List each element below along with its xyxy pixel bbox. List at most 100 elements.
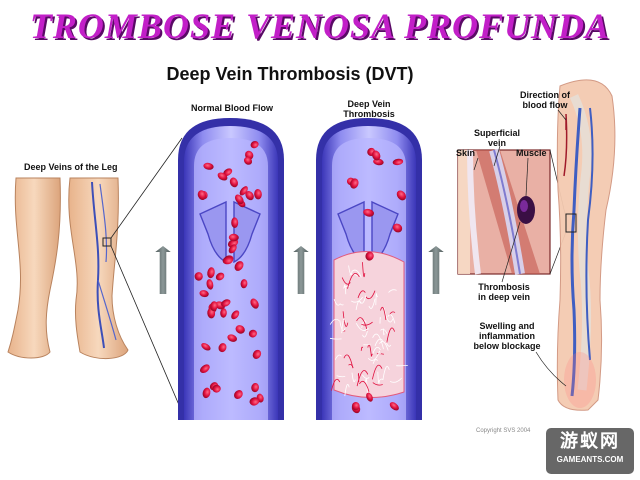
- clot-fiber: [363, 343, 371, 346]
- label-muscle: Muscle: [516, 148, 547, 158]
- blood-cell: [194, 272, 203, 281]
- clot-fiber: [339, 320, 346, 332]
- clot-fiber: [382, 328, 385, 336]
- leader-lines: [473, 109, 567, 387]
- blood-cell: [389, 402, 399, 411]
- clot-fiber: [365, 378, 368, 394]
- blood-cell: [231, 310, 240, 320]
- blood-cell: [235, 325, 245, 334]
- clot-fiber: [350, 296, 364, 303]
- clot-fiber: [351, 269, 362, 278]
- clot-fiber: [389, 377, 402, 383]
- clot-fiber: [343, 284, 347, 295]
- clot-fiber: [362, 262, 366, 278]
- blood-cell: [197, 190, 207, 200]
- blood-cell: [250, 298, 259, 309]
- clot-fiber: [348, 363, 354, 368]
- blood-cell: [227, 334, 238, 342]
- right-leg-illustration: [556, 79, 616, 411]
- clot-fiber: [355, 323, 369, 331]
- blood-cell: [203, 162, 214, 170]
- clot-fiber: [341, 277, 351, 285]
- blood-cell: [372, 150, 381, 161]
- clot-fiber: [367, 344, 372, 357]
- clot-fiber: [357, 290, 366, 299]
- blood-cell: [231, 217, 239, 228]
- blood-cell: [206, 279, 214, 290]
- clot-fiber: [386, 327, 395, 343]
- clot-fiber: [368, 298, 376, 309]
- blood-cell: [366, 392, 373, 402]
- blood-cell: [365, 251, 374, 261]
- label-skin: Skin: [456, 148, 476, 158]
- blood-cell: [218, 343, 227, 353]
- cross-section-inset: [457, 148, 567, 275]
- blood-cell: [351, 402, 360, 411]
- label-thrombosis-in-deep-vein: Thrombosis in deep vein: [477, 282, 530, 302]
- blood-cell: [234, 194, 244, 205]
- blood-cell: [245, 191, 254, 201]
- clot-fiber: [329, 318, 340, 325]
- blood-cell: [210, 301, 218, 311]
- clot-fiber: [385, 340, 392, 347]
- clot-fiber: [375, 295, 379, 298]
- blood-cell: [222, 256, 234, 265]
- blood-cell: [251, 383, 259, 393]
- clot-fiber: [383, 307, 394, 323]
- clot-fiber: [374, 338, 384, 347]
- label-dvt-panel: Deep Vein Thrombosis: [343, 99, 395, 119]
- blood-cell: [396, 190, 407, 201]
- blood-cell: [223, 168, 233, 177]
- clot-fiber: [372, 333, 384, 350]
- blood-cell: [215, 272, 225, 281]
- normal-vessel: [178, 118, 284, 420]
- clot-fiber: [372, 364, 383, 380]
- label-deep-veins-of-leg: Deep Veins of the Leg: [24, 162, 118, 172]
- clot-fiber: [389, 311, 396, 316]
- blood-cell: [201, 343, 211, 351]
- clot-fiber: [379, 341, 389, 351]
- clot-fiber: [342, 311, 349, 327]
- blood-cell: [228, 244, 237, 254]
- blood-cell: [239, 186, 248, 196]
- clot-fiber: [348, 265, 353, 275]
- clot-fiber: [372, 382, 383, 386]
- clot-fiber: [380, 306, 387, 321]
- clot-fiber: [365, 290, 376, 300]
- clot-fiber: [362, 328, 369, 338]
- clot-fiber: [377, 371, 380, 384]
- watermark-logo: 游蚁网 GAMEANTS.COM: [546, 428, 634, 474]
- clot-fiber: [344, 384, 350, 397]
- banner-title: TROMBOSE VENOSA PROFUNDA: [29, 6, 611, 46]
- blood-cell: [240, 279, 248, 289]
- label-swelling: Swelling and inflammation below blockage: [473, 321, 541, 351]
- clot-fiber: [329, 337, 342, 340]
- blood-cell: [221, 299, 231, 307]
- blood-cell: [363, 208, 375, 217]
- clot-fiber: [372, 359, 378, 364]
- blood-cell: [392, 158, 404, 166]
- clot-fiber: [371, 353, 373, 357]
- blood-cell: [392, 223, 403, 233]
- clot-fiber: [331, 378, 341, 391]
- legs-illustration: [7, 137, 183, 413]
- diagram-title: Deep Vein Thrombosis (DVT): [166, 64, 414, 84]
- clot-fiber: [355, 300, 361, 310]
- blood-cell: [234, 261, 244, 271]
- blood-cell: [202, 387, 211, 399]
- blood-cell: [243, 157, 253, 165]
- clot-fiber: [380, 328, 388, 334]
- blood-cell: [229, 177, 239, 188]
- clot-fiber: [360, 346, 363, 351]
- blood-cell: [350, 178, 359, 189]
- blood-cell: [249, 397, 260, 406]
- blood-cell: [252, 349, 262, 359]
- clot-fiber: [361, 321, 373, 326]
- clot-fiber: [333, 299, 341, 306]
- clot-fiber: [356, 370, 369, 387]
- clot-fiber: [351, 372, 356, 383]
- blood-cell: [212, 384, 221, 393]
- clot-fiber: [357, 373, 360, 383]
- clot-fiber: [387, 314, 396, 324]
- clot-fiber: [347, 273, 360, 289]
